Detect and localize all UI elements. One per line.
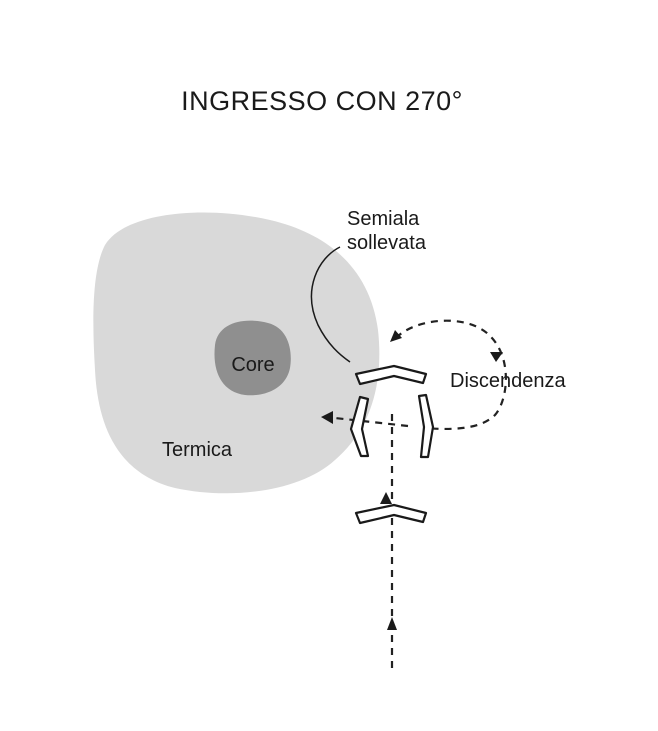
arrowhead-into-thermal	[321, 411, 333, 424]
arrowhead-middle	[380, 492, 392, 504]
glider-left	[349, 395, 370, 458]
glider-bottom	[354, 503, 428, 525]
glider-top	[354, 364, 428, 386]
core-label: Core	[231, 354, 274, 376]
arrowhead-lower	[387, 617, 397, 630]
flight-path-circle	[395, 319, 507, 430]
arrowhead-circle-top	[390, 330, 402, 342]
thermal-label: Termica	[162, 439, 233, 461]
lifted-wing-label-line1: Semiala	[347, 208, 420, 230]
lifted-wing-leader-line	[310, 246, 351, 363]
descent-label: Discendenza	[450, 370, 567, 392]
glider-right	[417, 393, 435, 459]
arrowhead-circle-right	[490, 352, 503, 362]
thermal-core	[214, 320, 291, 396]
diagram-title: INGRESSO CON 270°	[181, 86, 463, 116]
lifted-wing-label-line2: sollevata	[347, 232, 427, 254]
